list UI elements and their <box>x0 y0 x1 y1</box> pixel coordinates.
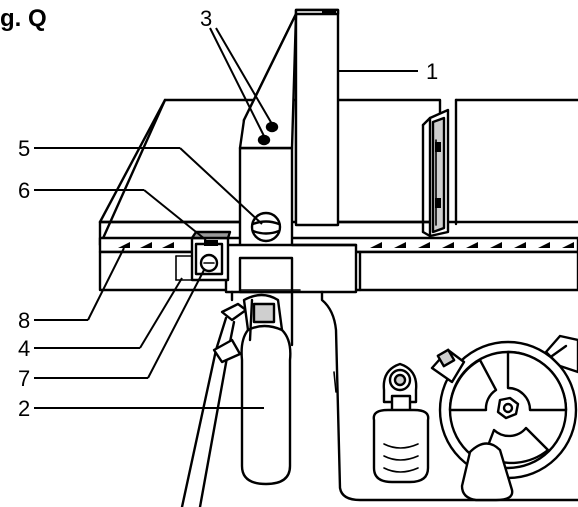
callout-6: 6 <box>18 178 30 203</box>
callout-4: 4 <box>18 336 30 361</box>
blade-insert <box>421 108 450 238</box>
figure-title: g. Q <box>0 5 47 32</box>
callout-2: 2 <box>18 396 30 421</box>
saw-cabinet <box>320 290 578 502</box>
callout-8: 8 <box>18 308 30 333</box>
callout-5: 5 <box>18 136 30 161</box>
power-switch <box>372 362 430 484</box>
callout-1: 1 <box>426 59 438 84</box>
callout-3: 3 <box>200 6 212 31</box>
blade-height-handwheel <box>430 334 578 502</box>
adjuster-block <box>175 230 232 282</box>
rip-fence <box>224 8 358 294</box>
fence-lock-handle <box>180 289 301 507</box>
callout-7: 7 <box>18 366 30 391</box>
